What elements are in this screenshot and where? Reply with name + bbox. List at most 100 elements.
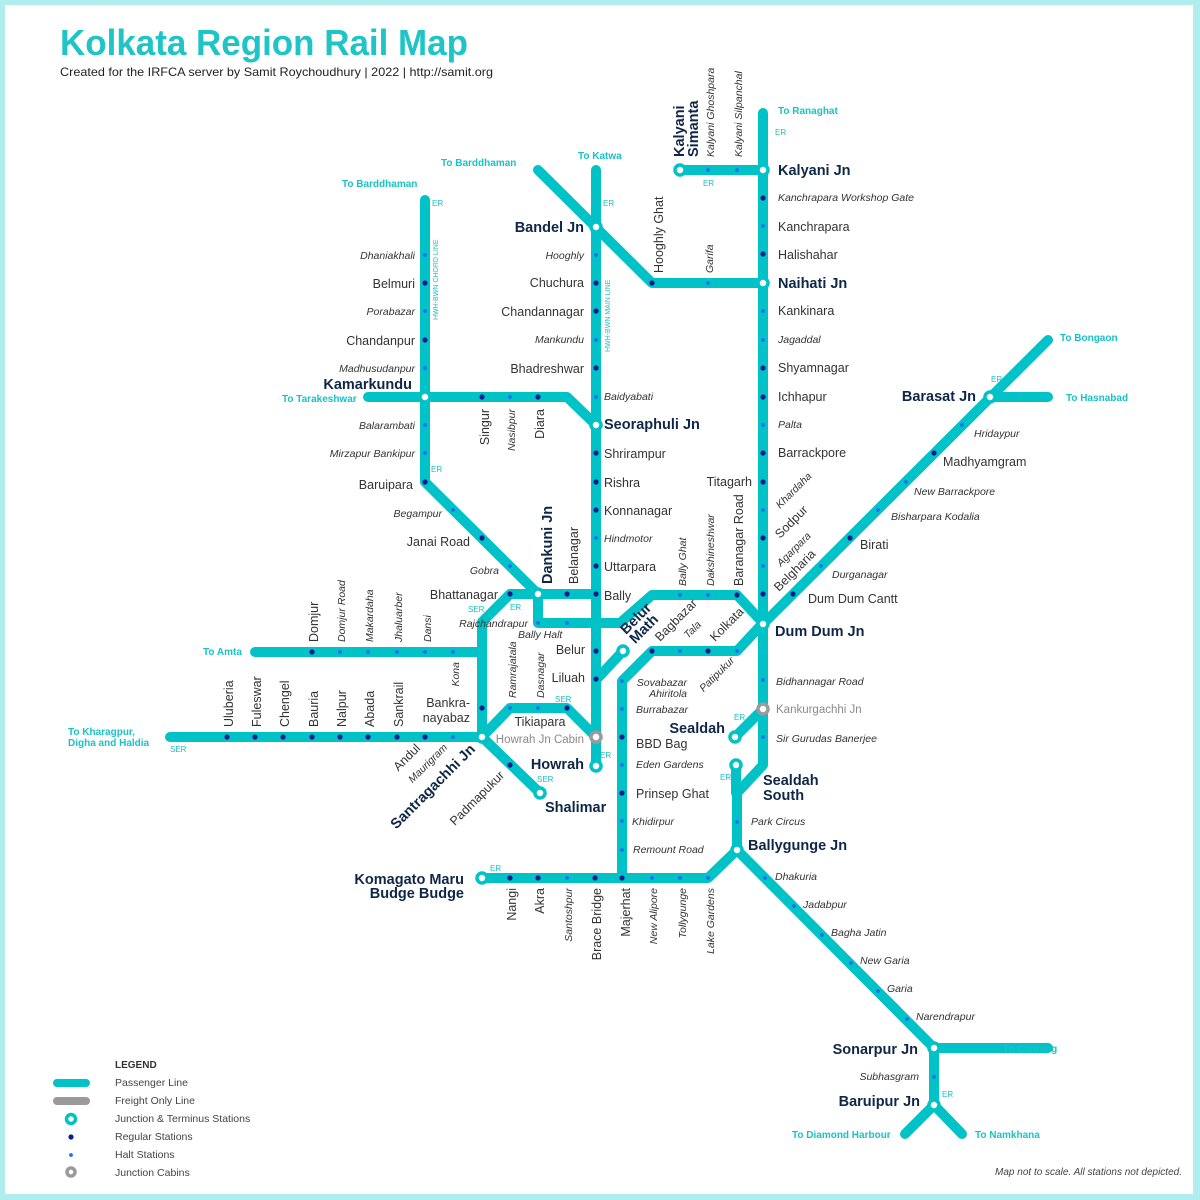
destination-to-namkhana: To Namkhana xyxy=(975,1130,1040,1141)
station-label-bankra-nayabaz: Bankra-nayabaz xyxy=(423,696,470,725)
halt-station-icon xyxy=(508,564,512,568)
station-label-baruipara: Baruipara xyxy=(359,478,413,492)
station-label-bhadreshwar: Bhadreshwar xyxy=(510,362,584,376)
regular-station-icon xyxy=(649,280,655,286)
station-label-madhyamgram: Madhyamgram xyxy=(943,455,1026,469)
rail-line-tarakeshwar xyxy=(363,392,601,430)
halt-station-icon xyxy=(735,168,739,172)
halt-station-icon xyxy=(423,253,427,257)
station-label-abada: Abada xyxy=(363,691,377,727)
destination-to-hasnabad: To Hasnabad xyxy=(1066,393,1128,404)
station-label-konnanagar: Konnanagar xyxy=(604,504,672,518)
zone-tag-er: ER xyxy=(775,128,786,137)
station-label-titagarh: Titagarh xyxy=(707,475,752,489)
destination-to-diamond-harbour: To Diamond Harbour xyxy=(792,1130,891,1141)
station-label-subhasgram: Subhasgram xyxy=(859,1071,919,1083)
regular-station-icon xyxy=(593,507,599,513)
halt-station-icon xyxy=(761,508,765,512)
zone-tag-er: ER xyxy=(431,465,442,474)
station-label-mankundu: Mankundu xyxy=(535,334,584,346)
station-label-baidyabati: Baidyabati xyxy=(604,391,654,403)
junction-station-icon xyxy=(533,786,547,800)
page-title: Kolkata Region Rail Map xyxy=(60,22,468,63)
station-label-naihati-jn: Naihati Jn xyxy=(778,276,847,292)
station-label-kanchrapara: Kanchrapara xyxy=(778,220,850,234)
station-label-burrabazar: Burrabazar xyxy=(636,704,688,716)
legend-passenger-line: Passenger Line xyxy=(115,1077,188,1089)
regular-station-icon xyxy=(760,479,766,485)
line-name-hwh-bwn-chord-line: HWH-BWN CHORD LINE xyxy=(433,239,440,320)
destination-to-canning: To Canning xyxy=(1003,1044,1057,1055)
station-label-sankrail: Sankrail xyxy=(392,682,406,727)
station-label-ichhapur: Ichhapur xyxy=(778,390,827,404)
regular-station-icon xyxy=(760,450,766,456)
halt-station-icon xyxy=(451,508,455,512)
station-label-diara: Diara xyxy=(533,409,547,439)
halt-station-icon xyxy=(678,876,682,880)
legend-halt: Halt Stations xyxy=(115,1149,175,1161)
halt-station-icon xyxy=(620,679,624,683)
station-label-dankuni-jn: Dankuni Jn xyxy=(540,506,556,584)
destination-to-barddhaman: To Barddhaman xyxy=(342,179,417,190)
station-label-kona: Kona xyxy=(450,662,462,687)
station-label-bisharpara-kodalia: Bisharpara Kodalia xyxy=(891,511,980,523)
halt-dot-icon xyxy=(69,1153,73,1157)
station-markers xyxy=(224,163,997,1112)
station-label-liluah: Liluah xyxy=(552,671,585,685)
station-label-bbd-bag: BBD Bag xyxy=(636,737,687,751)
station-label-prinsep-ghat: Prinsep Ghat xyxy=(636,787,709,801)
legend-regular: Regular Stations xyxy=(115,1131,193,1143)
destination-to-kharagpur-digha-and-haldia: To Kharagpur,Digha and Haldia xyxy=(68,727,150,749)
station-label-jadabpur: Jadabpur xyxy=(802,899,847,911)
halt-station-icon xyxy=(423,451,427,455)
junction-station-icon xyxy=(589,418,603,432)
regular-station-icon xyxy=(422,479,428,485)
zone-tag-er: ER xyxy=(490,864,501,873)
halt-station-icon xyxy=(366,650,370,654)
station-label-majerhat: Majerhat xyxy=(619,887,633,936)
station-label-hooghly: Hooghly xyxy=(545,250,584,262)
station-label-gobra: Gobra xyxy=(470,565,499,577)
station-label-fuleswar: Fuleswar xyxy=(250,676,264,727)
station-label-dhaniakhali: Dhaniakhali xyxy=(360,250,416,262)
regular-station-icon xyxy=(280,734,286,740)
station-label-dum-dum-jn: Dum Dum Jn xyxy=(775,624,864,640)
regular-station-icon xyxy=(760,251,766,257)
station-label-begampur: Begampur xyxy=(394,508,443,520)
station-label-howrah: Howrah xyxy=(531,757,584,773)
halt-station-icon xyxy=(904,480,908,484)
station-label-nasibpur: Nasibpur xyxy=(506,409,518,452)
halt-station-icon xyxy=(960,423,964,427)
station-label-durganagar: Durganagar xyxy=(832,569,888,581)
station-label-seoraphuli-jn: Seoraphuli Jn xyxy=(604,417,700,433)
halt-station-icon xyxy=(650,876,654,880)
junction-station-icon xyxy=(927,1098,941,1112)
regular-station-icon xyxy=(564,705,570,711)
station-label-santoshpur: Santoshpur xyxy=(563,888,575,942)
station-label-kankurgachhi-jn: Kankurgachhi Jn xyxy=(776,704,862,716)
junction-station-icon xyxy=(756,617,770,631)
destination-to-bongaon: To Bongaon xyxy=(1060,333,1118,344)
regular-station-icon xyxy=(592,875,598,881)
zone-tag-ser: SER xyxy=(468,605,485,614)
regular-station-icon xyxy=(649,648,655,654)
rail-line-bally-santragachhi xyxy=(477,589,601,742)
halt-station-icon xyxy=(620,819,624,823)
halt-station-icon xyxy=(508,395,512,399)
station-label-nalpur: Nalpur xyxy=(335,690,349,727)
station-label-kanchrapara-workshop-gate: Kanchrapara Workshop Gate xyxy=(778,192,914,204)
zone-tag-ser: SER xyxy=(170,745,187,754)
station-label-dhakuria: Dhakuria xyxy=(775,871,817,883)
halt-station-icon xyxy=(338,650,342,654)
station-label-garifa: Garifa xyxy=(704,244,716,273)
station-label-rajchandrapur: Rajchandrapur xyxy=(459,618,528,630)
station-label-domjur-road: Domjur Road xyxy=(336,579,348,642)
station-label-tollygunge: Tollygunge xyxy=(677,888,689,939)
regular-station-icon xyxy=(593,648,599,654)
junction-station-icon xyxy=(673,163,687,177)
page-subtitle: Created for the IRFCA server by Samit Ro… xyxy=(60,65,493,79)
